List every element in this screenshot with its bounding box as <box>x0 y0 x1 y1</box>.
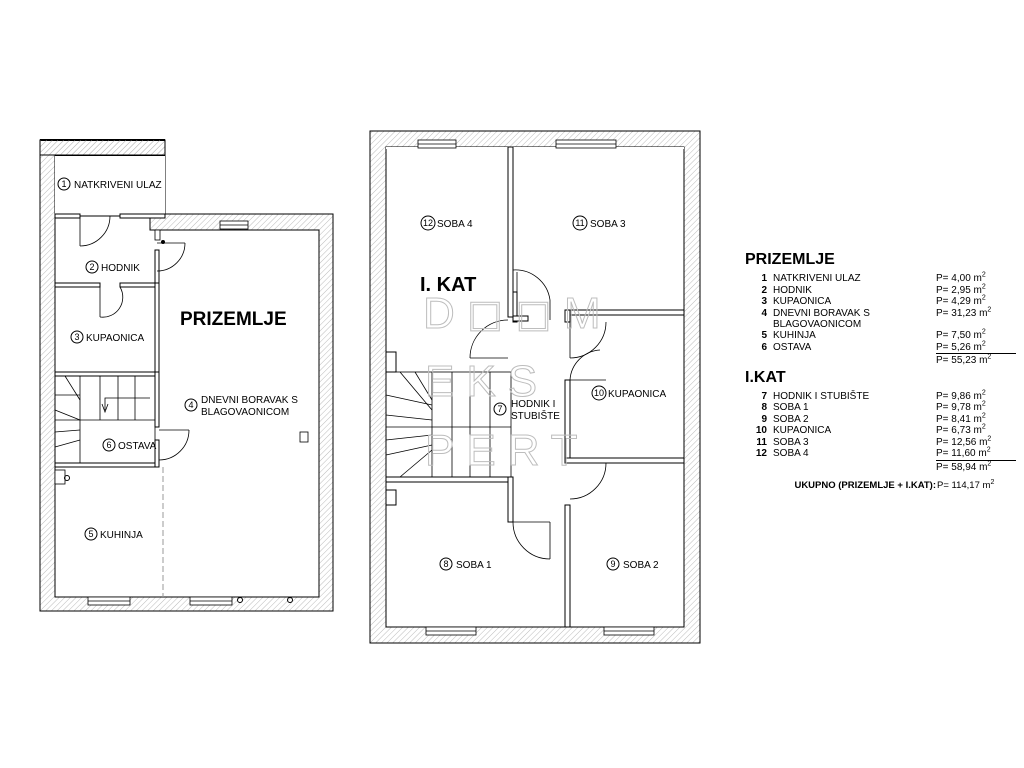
svg-text:4: 4 <box>188 400 193 410</box>
room-label-2: 2 HODNIK <box>85 260 140 274</box>
room-label-1: 1 NATKRIVENI ULAZ <box>57 177 162 191</box>
svg-text:1: 1 <box>61 179 66 189</box>
legend-first-heading: I.KAT <box>745 368 786 386</box>
svg-text:11: 11 <box>575 218 584 228</box>
svg-text:SOBA 4: SOBA 4 <box>437 219 473 230</box>
svg-text:10: 10 <box>594 388 604 398</box>
svg-text:SOBA 3: SOBA 3 <box>590 219 626 230</box>
first-windows <box>417 139 655 636</box>
ground-floor-title: PRIZEMLJE <box>180 309 287 330</box>
room-label-7: 7 HODNIK I STUBIŠTE <box>493 399 560 422</box>
first-stairs <box>385 371 512 478</box>
room-label-5: 5 KUHINJA <box>84 527 143 541</box>
svg-text:KUPAONICA: KUPAONICA <box>608 389 666 400</box>
svg-text:7: 7 <box>497 404 502 414</box>
svg-text:5: 5 <box>88 529 93 539</box>
svg-text:OSTAVA: OSTAVA <box>118 441 157 452</box>
first-room-labels: 7 HODNIK I STUBIŠTE 8 SOBA 1 9 SOBA 2 10… <box>420 215 666 571</box>
svg-text:SOBA 2: SOBA 2 <box>623 560 659 571</box>
legend-total-value: P= 114,17 m2 <box>937 478 995 491</box>
svg-text:12: 12 <box>423 218 433 228</box>
svg-text:BLAGOVAONICOM: BLAGOVAONICOM <box>201 407 289 418</box>
legend-first-sum: P= 58,94 m2 <box>936 459 1016 473</box>
svg-text:HODNIK: HODNIK <box>101 263 140 274</box>
room-label-8: 8 SOBA 1 <box>439 557 492 571</box>
svg-text:2: 2 <box>89 262 94 272</box>
legend-ground-sum: P= 55,23 m2 <box>936 353 1016 366</box>
legend-total: UKUPNO (PRIZEMLJE + I.KAT): P= 114,17 m2 <box>732 478 1012 491</box>
legend-total-label: UKUPNO (PRIZEMLJE + I.KAT): <box>794 479 936 491</box>
ground-room-labels: 1 NATKRIVENI ULAZ 2 HODNIK 3 KUPAONICA 4… <box>57 177 298 541</box>
first-floor-plan <box>369 130 701 644</box>
svg-text:KUPAONICA: KUPAONICA <box>86 333 144 344</box>
room-label-11: 11 SOBA 3 <box>572 215 626 231</box>
legend-ground-heading: PRIZEMLJE <box>745 251 835 268</box>
ground-windows <box>54 220 309 606</box>
ground-doors <box>79 215 190 461</box>
svg-text:9: 9 <box>610 559 615 569</box>
watermark: D◻◻M EKS PERT <box>423 289 612 476</box>
room-label-12: 12 SOBA 4 <box>420 215 473 231</box>
svg-text:8: 8 <box>443 559 448 569</box>
svg-text:D◻◻M: D◻◻M <box>423 289 612 338</box>
svg-text:HODNIK I: HODNIK I <box>511 399 555 410</box>
svg-text:EKS: EKS <box>425 357 549 406</box>
svg-text:PERT: PERT <box>425 426 590 475</box>
first-floor-title: I. KAT <box>420 274 476 296</box>
svg-text:DNEVNI BORAVAK S: DNEVNI BORAVAK S <box>201 395 298 406</box>
room-label-9: 9 SOBA 2 <box>606 557 659 571</box>
first-doors <box>469 269 607 560</box>
svg-text:SOBA 1: SOBA 1 <box>456 560 492 571</box>
svg-text:3: 3 <box>74 332 79 342</box>
ground-floor-plan <box>39 139 334 612</box>
svg-text:STUBIŠTE: STUBIŠTE <box>511 409 560 422</box>
room-label-4: 4 DNEVNI BORAVAK S BLAGOVAONICOM <box>184 395 298 418</box>
svg-text:NATKRIVENI ULAZ: NATKRIVENI ULAZ <box>74 180 162 191</box>
ground-stairs <box>54 375 156 464</box>
room-label-6: 6 OSTAVA <box>102 438 157 452</box>
room-label-3: 3 KUPAONICA <box>70 330 144 344</box>
room-label-10: 10 KUPAONICA <box>591 385 666 401</box>
svg-text:KUHINJA: KUHINJA <box>100 530 143 541</box>
svg-text:6: 6 <box>106 440 111 450</box>
